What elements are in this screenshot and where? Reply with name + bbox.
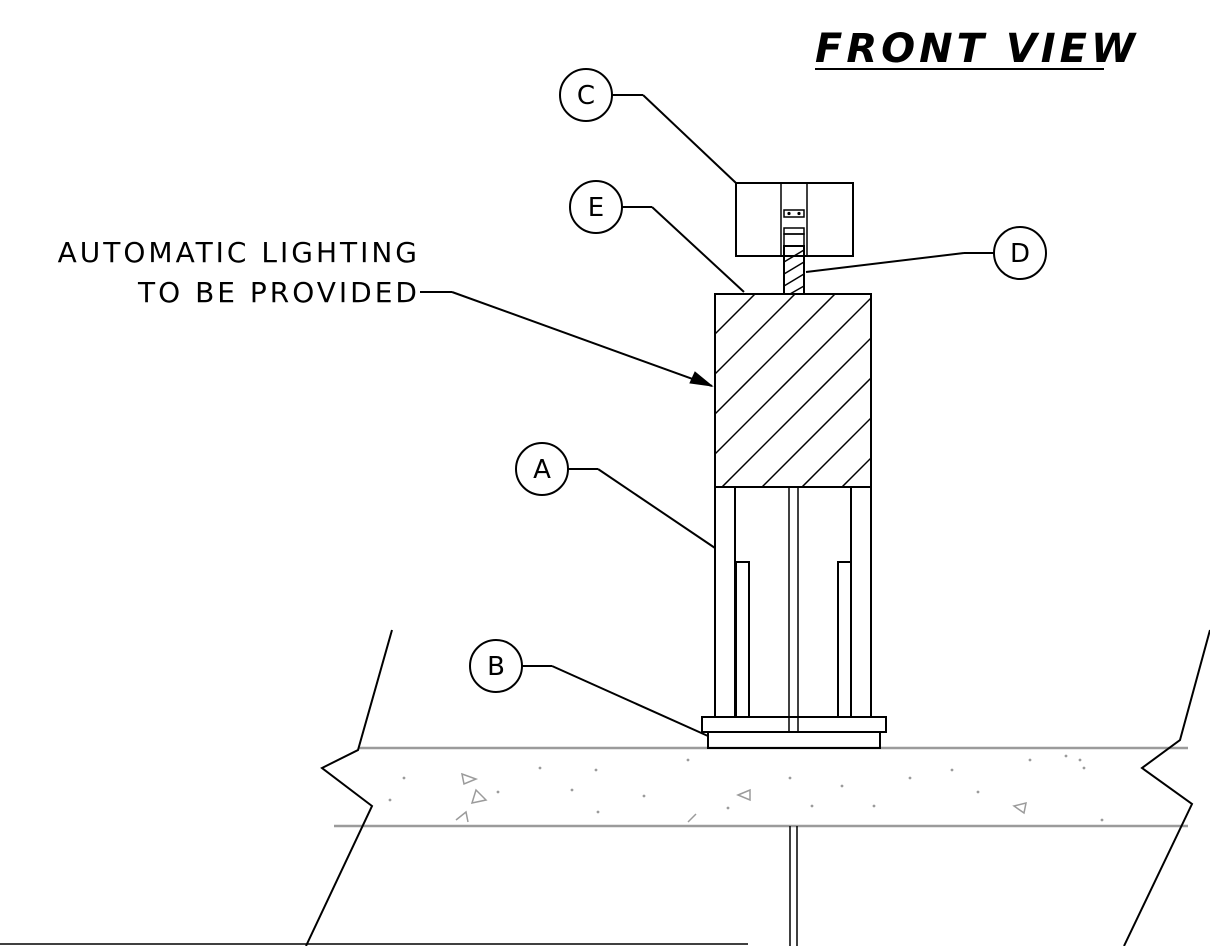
callout-b-label: B [487, 652, 505, 682]
note-line-2: TO BE PROVIDED [137, 276, 420, 309]
callout-a-label: A [533, 455, 551, 485]
callout-c: C [559, 68, 737, 184]
hatched-block [714, 293, 872, 488]
aggregate-marks [388, 754, 1104, 823]
break-line-left [305, 629, 393, 946]
callout-d-label: D [1010, 239, 1030, 269]
callout-d: D [805, 226, 1047, 280]
base-plate [701, 716, 887, 749]
view-title: FRONT VIEW [815, 26, 1139, 72]
support-post [714, 486, 872, 732]
break-line-right [1123, 629, 1210, 946]
note-line-1: AUTOMATIC LIGHTING [58, 236, 420, 269]
note-leader [420, 291, 714, 387]
callout-a: A [515, 442, 716, 549]
fixture-stem [783, 245, 805, 295]
concrete-slab [334, 746, 1188, 828]
callout-e-label: E [588, 193, 604, 223]
title-block: FRONT VIEW [815, 26, 1139, 72]
callout-b: B [469, 639, 709, 737]
conduit-below-slab [789, 826, 798, 946]
callout-c-label: C [577, 81, 595, 111]
callout-e: E [569, 180, 745, 293]
